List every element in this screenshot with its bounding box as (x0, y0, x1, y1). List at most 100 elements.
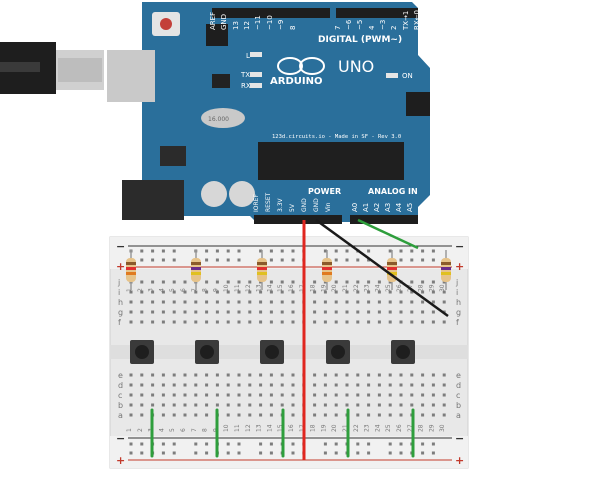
row-label: f (456, 318, 459, 327)
pin-label: 4 (368, 25, 376, 30)
column-number: 26 (396, 424, 403, 432)
column-number: 28 (418, 424, 425, 432)
resistor[interactable] (322, 250, 332, 290)
led-on-label: ON (402, 72, 413, 80)
row-label: h (118, 298, 123, 307)
resistor[interactable] (126, 250, 136, 290)
analog-header-pins[interactable] (350, 215, 418, 224)
column-number: 8 (202, 428, 209, 432)
arduino-logo-icon (277, 57, 303, 75)
arduino-brand: ARDUINO (270, 76, 322, 87)
column-number: 24 (374, 284, 381, 292)
arduino-board[interactable]: DIGITAL (PWM~) ARDUINO UNO 123d.circuits… (107, 2, 430, 224)
microcontroller-chip (258, 142, 404, 180)
row-label: g (456, 308, 461, 317)
column-number: 2 (137, 428, 144, 432)
power-header-pins[interactable] (254, 215, 342, 224)
column-number: 12 (245, 424, 252, 432)
column-number: 5 (169, 428, 176, 432)
pin-label: ~10 (266, 15, 274, 30)
column-number: 19 (320, 284, 327, 292)
column-number: 16 (288, 424, 295, 432)
row-label: h (456, 298, 461, 307)
wire-gnd-black[interactable] (315, 218, 449, 318)
column-number: 13 (256, 284, 263, 292)
resistor[interactable] (441, 250, 451, 290)
column-number: 25 (385, 284, 392, 292)
rail-minus-top-right: − (455, 240, 464, 253)
column-number: 18 (310, 284, 317, 292)
analog-pin-label: A2 (373, 203, 381, 212)
column-number: 4 (158, 288, 165, 292)
column-number: 22 (353, 284, 360, 292)
pin-label: ~11 (254, 15, 262, 30)
column-number: 2 (137, 288, 144, 292)
column-number: 17 (299, 424, 306, 432)
push-buttons[interactable] (130, 340, 415, 364)
resistors[interactable] (126, 250, 451, 290)
resistor[interactable] (257, 250, 267, 290)
rail-plus-top-right: + (455, 260, 464, 273)
usb-port (107, 50, 155, 102)
pin-label: 7 (334, 26, 342, 30)
column-number: 14 (266, 284, 273, 292)
power-pin-label: Vin (325, 202, 332, 212)
rail-plus-top: + (116, 260, 125, 273)
rail-minus-top: − (116, 240, 125, 253)
column-number: 5 (169, 288, 176, 292)
row-label: d (456, 381, 461, 390)
power-pin-label: 3.3V (277, 197, 284, 212)
capacitor (201, 181, 227, 207)
pin-label: AREF (209, 12, 217, 30)
row-label: j (117, 278, 120, 287)
digital-header-right[interactable] (336, 8, 418, 18)
analog-pin-label: A4 (395, 202, 403, 212)
row-label: d (118, 381, 123, 390)
analog-pin-label: A5 (406, 203, 414, 212)
digital-header-left[interactable] (212, 8, 330, 18)
ground-jumpers[interactable] (150, 408, 415, 458)
crystal-oscillator (201, 108, 245, 128)
pin-label: ~5 (356, 20, 364, 30)
column-number: 28 (418, 284, 425, 292)
row-label: i (456, 288, 458, 297)
column-number: 15 (277, 284, 284, 292)
usb-cable (0, 42, 104, 94)
row-label: g (118, 308, 123, 317)
wire-a0-green[interactable] (357, 218, 419, 250)
column-number: 12 (245, 284, 252, 292)
column-number: 11 (234, 424, 241, 432)
uno-model: UNO (338, 57, 374, 76)
row-label: i (118, 288, 120, 297)
pin-label: GND (220, 14, 228, 30)
column-number: 4 (158, 428, 165, 432)
pin-label: ~3 (379, 20, 387, 30)
column-number: 6 (180, 428, 187, 432)
push-button[interactable] (195, 340, 219, 364)
analog-in-label: ANALOG IN (368, 187, 418, 196)
made-in-text: 123d.circuits.io - Made in SF - Rev 3.0 (272, 134, 401, 140)
column-number: 30 (439, 424, 446, 432)
row-label: c (118, 391, 122, 400)
analog-pin-label: A0 (351, 203, 359, 212)
pin-label: RX←0 (413, 10, 421, 30)
power-pin-label: GND (301, 198, 308, 212)
row-label: b (118, 401, 123, 410)
pin-label: 2 (390, 26, 398, 30)
column-number: 11 (234, 284, 241, 292)
push-button[interactable] (326, 340, 350, 364)
push-button[interactable] (391, 340, 415, 364)
column-number: 30 (439, 284, 446, 292)
column-number: 29 (428, 424, 435, 432)
power-label: POWER (308, 187, 341, 196)
column-number: 10 (223, 424, 230, 432)
pin-label: ~9 (277, 20, 285, 30)
column-number: 10 (223, 284, 230, 292)
push-button[interactable] (130, 340, 154, 364)
push-button[interactable] (260, 340, 284, 364)
column-number: 29 (428, 284, 435, 292)
resistor[interactable] (191, 250, 201, 290)
column-number: 21 (342, 284, 349, 292)
